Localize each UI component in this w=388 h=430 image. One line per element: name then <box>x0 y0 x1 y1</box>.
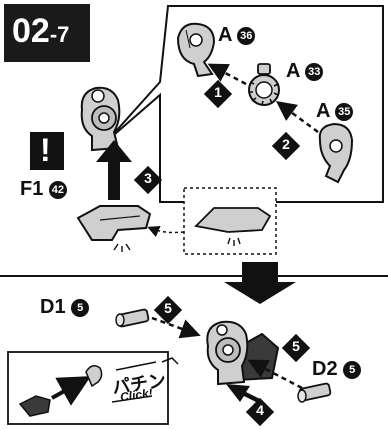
step3-number: 3 <box>144 170 152 186</box>
detail-pointer-arrow <box>147 226 185 238</box>
step-number-main: 02 <box>12 12 50 50</box>
label-d2: D2 5 <box>312 358 362 381</box>
step4-number: 4 <box>256 402 264 418</box>
label-a33-letter: A <box>286 60 300 82</box>
step1-number: 1 <box>214 84 222 100</box>
part-d1-illustration <box>115 308 150 328</box>
label-d1-letter: D1 <box>40 296 66 318</box>
badge-5-top-num: 5 <box>164 300 172 316</box>
final-assembly-illustration <box>206 320 280 386</box>
label-a33: A 33 <box>286 60 324 83</box>
label-a35: A 35 <box>316 100 354 123</box>
arrow-step1 <box>207 63 247 86</box>
label-d1-num: 5 <box>71 298 90 317</box>
label-a35-num: 35 <box>335 102 354 121</box>
notice-box <box>30 132 64 170</box>
push-arrow-step4 <box>226 384 262 404</box>
label-a36-num: 36 <box>237 26 256 45</box>
badge-5-right-num: 5 <box>292 338 300 354</box>
part-d2-illustration <box>297 382 332 403</box>
part-a36-illustration <box>176 22 216 78</box>
step2-number: 2 <box>282 136 290 152</box>
part-a33-illustration <box>248 63 280 106</box>
label-f1: F1 42 <box>20 178 67 201</box>
notice-symbol: ! <box>40 132 51 168</box>
label-a35-letter: A <box>316 100 330 122</box>
step-number: 02-7 <box>12 12 69 51</box>
label-d1: D1 5 <box>40 296 90 319</box>
label-a36: A 36 <box>218 24 256 47</box>
label-a36-letter: A <box>218 24 232 46</box>
part-a35-illustration <box>318 122 354 184</box>
part-f1-illustration <box>76 205 152 252</box>
label-f1-num: 42 <box>48 180 67 199</box>
label-d2-letter: D2 <box>312 358 338 380</box>
step-number-sub: -7 <box>49 22 70 47</box>
big-up-arrow <box>96 140 132 200</box>
step-header-box <box>2 2 92 64</box>
arrow-d2-to-joint <box>247 359 303 390</box>
label-f1-letter: F1 <box>20 178 44 200</box>
detail-callout-panel <box>107 5 384 203</box>
big-down-arrow <box>224 262 296 304</box>
label-d2-num: 5 <box>343 360 362 379</box>
label-a33-num: 33 <box>305 62 324 81</box>
arrow-d1-to-joint <box>151 316 201 339</box>
assembled-leg-illustration <box>80 86 121 152</box>
arrow-step2 <box>275 101 319 134</box>
